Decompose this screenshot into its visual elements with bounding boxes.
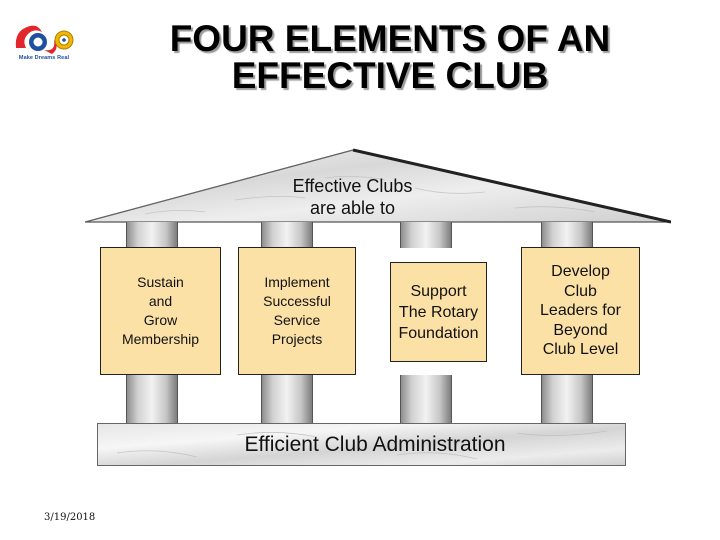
logo-tagline: Make Dreams Real [18, 55, 70, 61]
pillar-1-capital [126, 222, 178, 248]
pillar-4-shaft [541, 375, 593, 425]
pillar-3-capital [400, 222, 452, 248]
pillar-1-line: and [148, 293, 173, 309]
pillar-4-line: Leaders for [540, 302, 621, 320]
pillar-1-shaft [126, 375, 178, 425]
title-line-1: FOUR ELEMENTS OF AN [169, 18, 611, 59]
pillar-2-line: Projects [271, 331, 323, 347]
pillar-card-foundation: Support The Rotary Foundation [390, 262, 487, 362]
pillar-4-capital [541, 222, 593, 248]
title-line-2: EFFECTIVE CLUB [231, 55, 549, 96]
pillar-1-line: Grow [143, 312, 178, 328]
pillar-4-line: Beyond [553, 321, 608, 339]
pillar-card-membership: Sustain and Grow Membership [100, 247, 221, 375]
pillar-3-line: Foundation [398, 324, 479, 342]
logo-mark-icon [15, 25, 57, 54]
slide-date: 3/19/2018 [44, 512, 96, 523]
pillar-2-line: Service [273, 312, 321, 328]
foundation-base [97, 423, 626, 466]
pillar-3-shaft [400, 375, 452, 425]
pillar-4-line: Develop [551, 263, 610, 281]
foundation-label: Efficient Club Administration [244, 433, 506, 456]
rotary-wheel-icon [54, 30, 74, 50]
pillar-2-line: Successful [263, 293, 331, 309]
roof-line-2: are able to [309, 198, 396, 218]
pillar-card-service-projects: Implement Successful Service Projects [238, 247, 356, 375]
pillar-3-line: The Rotary [398, 303, 479, 321]
pillar-4-line: Club Level [542, 341, 619, 359]
roof-label: Effective Clubs are able to [250, 175, 455, 219]
pillar-2-shaft [261, 375, 313, 425]
pillar-1-line: Membership [121, 331, 200, 347]
pillar-4-line: Club [564, 282, 597, 300]
pillar-3-line: Support [410, 282, 467, 300]
page-title: FOUR ELEMENTS OF AN EFFECTIVE CLUB [110, 20, 670, 94]
pillar-1-line: Sustain [137, 274, 184, 290]
pillar-card-leaders: Develop Club Leaders for Beyond Club Lev… [521, 247, 640, 375]
roof-pediment [85, 148, 671, 224]
pillar-2-line: Implement [264, 274, 330, 290]
pillar-2-capital [261, 222, 313, 248]
logo [15, 25, 74, 54]
roof-line-1: Effective Clubs [292, 176, 413, 196]
